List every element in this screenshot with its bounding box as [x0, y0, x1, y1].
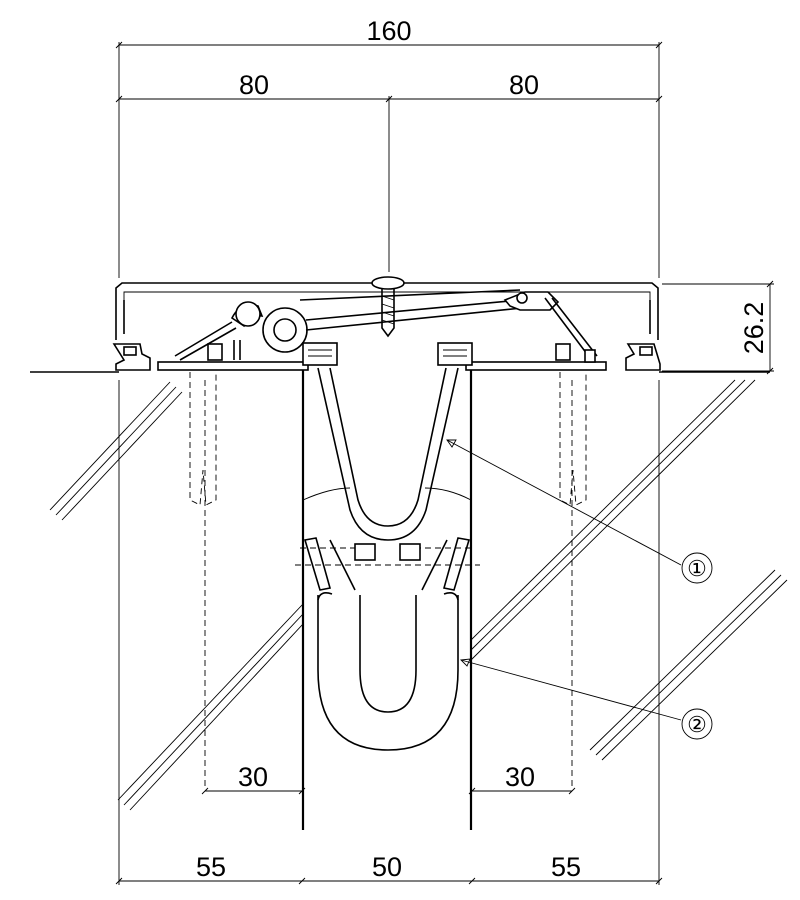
dim-inner-left: 30	[238, 762, 268, 792]
right-slab-hatch	[470, 379, 788, 761]
dim-bottom-center: 50	[372, 852, 402, 882]
callout-2-circle	[681, 708, 713, 740]
dimension-lines	[115, 41, 774, 885]
cover-plate-assembly	[112, 276, 661, 371]
callout-2-label: ②	[687, 712, 707, 737]
dim-half-right: 80	[509, 70, 539, 100]
callout-1-label: ①	[687, 556, 707, 581]
callout-leaders	[446, 439, 713, 740]
dimension-labels: 160 80 80 26.2 55 50 55 30 30	[196, 16, 769, 882]
anchor-bolts	[189, 372, 587, 506]
callout-1-circle	[681, 552, 713, 584]
dim-inner-right: 30	[505, 762, 535, 792]
dim-height: 26.2	[739, 302, 769, 355]
concrete-slab	[30, 365, 788, 830]
dim-bottom-left: 55	[196, 852, 226, 882]
sealing-membranes	[295, 367, 480, 751]
callout-labels: ① ②	[687, 556, 707, 737]
left-slab-hatch	[49, 381, 304, 811]
dim-half-left: 80	[239, 70, 269, 100]
dim-bottom-right: 55	[551, 852, 581, 882]
dim-overall-width: 160	[366, 16, 411, 46]
